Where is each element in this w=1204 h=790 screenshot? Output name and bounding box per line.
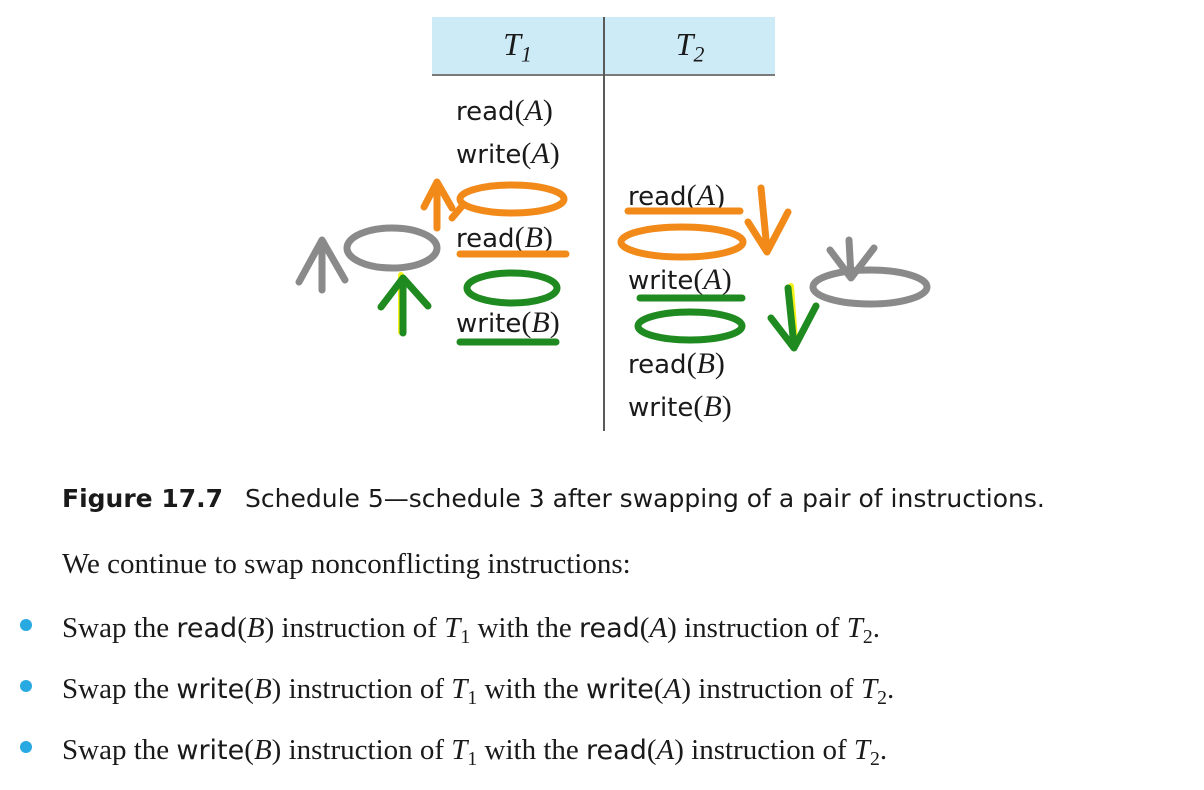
orange-down-arrow [744,184,792,256]
orange-arrow-tail [448,201,467,222]
bullet-icon [20,619,32,631]
orange-ellipse-left [456,181,568,217]
green-down-arrow [767,284,820,352]
orange-up-arrow [420,178,456,232]
gray-annotation [295,224,931,308]
list-item: Swap the read(B) instruction of T1 with … [20,612,881,648]
figure-caption-text: Schedule 5—schedule 3 after swapping of … [245,484,1045,513]
column-header-t1-letter: T [503,26,521,62]
orange-annotation [420,178,792,261]
orange-ellipse-right [617,223,747,261]
list-item: Swap the write(B) instruction of T1 with… [20,734,888,770]
intro-paragraph: We continue to swap nonconflicting instr… [62,548,631,580]
green-ellipse-left [463,269,561,307]
t1-instruction-write-b: write(B) [456,306,560,339]
bullet-icon [20,741,32,753]
t2-instruction-write-b: write(B) [628,390,732,423]
t2-instruction-write-a: write(A) [628,263,732,296]
gray-ellipse-left [343,224,441,272]
green-ellipse-right [634,308,746,344]
t2-instruction-read-a: read(A) [628,179,725,212]
gray-up-arrow [295,236,349,294]
handwritten-annotations [295,178,931,352]
list-item: Swap the write(B) instruction of T1 with… [20,673,895,709]
gray-down-arrow [826,236,878,282]
figure-caption: Figure 17.7 Schedule 5—schedule 3 after s… [62,484,1045,513]
bullet-text: Swap the read(B) instruction of T1 with … [62,612,881,648]
column-header-t2: T2 [605,26,775,66]
t1-instruction-read-b: read(B) [456,221,553,254]
column-header-t1-subscript: 1 [520,42,532,67]
column-header-t2-subscript: 2 [693,42,705,67]
t1-instruction-read-a: read(A) [456,94,553,127]
t2-instruction-read-b: read(B) [628,347,725,380]
figure-label: Figure 17.7 [62,484,224,513]
green-annotation [377,269,820,352]
column-header-t2-letter: T [675,26,694,62]
column-header-t1: T1 [432,26,603,66]
bullet-text: Swap the write(B) instruction of T1 with… [62,734,888,770]
green-up-arrow [377,274,432,337]
bullet-text: Swap the write(B) instruction of T1 with… [62,673,895,709]
gray-ellipse-right [809,266,931,308]
schedule-column-divider [603,17,605,431]
bullet-icon [20,680,32,692]
t1-instruction-write-a: write(A) [456,137,560,170]
